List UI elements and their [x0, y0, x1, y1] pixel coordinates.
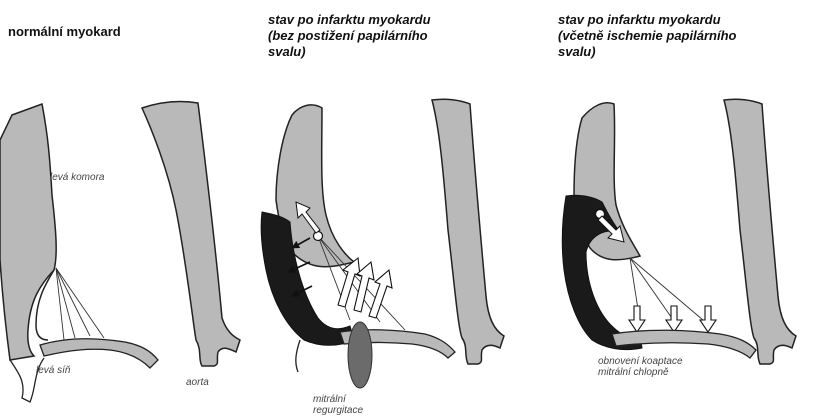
panel-infarct: [261, 99, 504, 388]
chordae-normal: [56, 268, 104, 340]
septum-panel2: [296, 340, 300, 372]
papillary-muscle-pivot-panel2: [314, 232, 323, 241]
panel-infarct-papillary: [562, 99, 796, 364]
label-aorta: aorta: [186, 377, 209, 388]
aorta-panel3: [724, 99, 796, 364]
mitral-valve-leaflet-normal: [40, 339, 158, 368]
regurgitation-jet: [348, 322, 372, 388]
aorta-normal: [142, 102, 240, 366]
label-left-atrium: levá síň: [36, 365, 70, 376]
chordae-panel3: [630, 258, 710, 326]
panel-normal: [0, 102, 240, 402]
label-mitral-regurgitation: mitrální regurgitace: [313, 394, 363, 416]
label-left-ventricle: levá komora: [50, 172, 104, 183]
mitral-valve-leaflet-panel3: [612, 330, 756, 358]
label-coaptation-restored: obnovení koaptace mitrální chlopně: [598, 356, 683, 378]
aorta-panel2: [432, 99, 504, 364]
left-ventricle-wall-normal: [0, 104, 56, 360]
coaptation-arrows: [629, 306, 716, 332]
